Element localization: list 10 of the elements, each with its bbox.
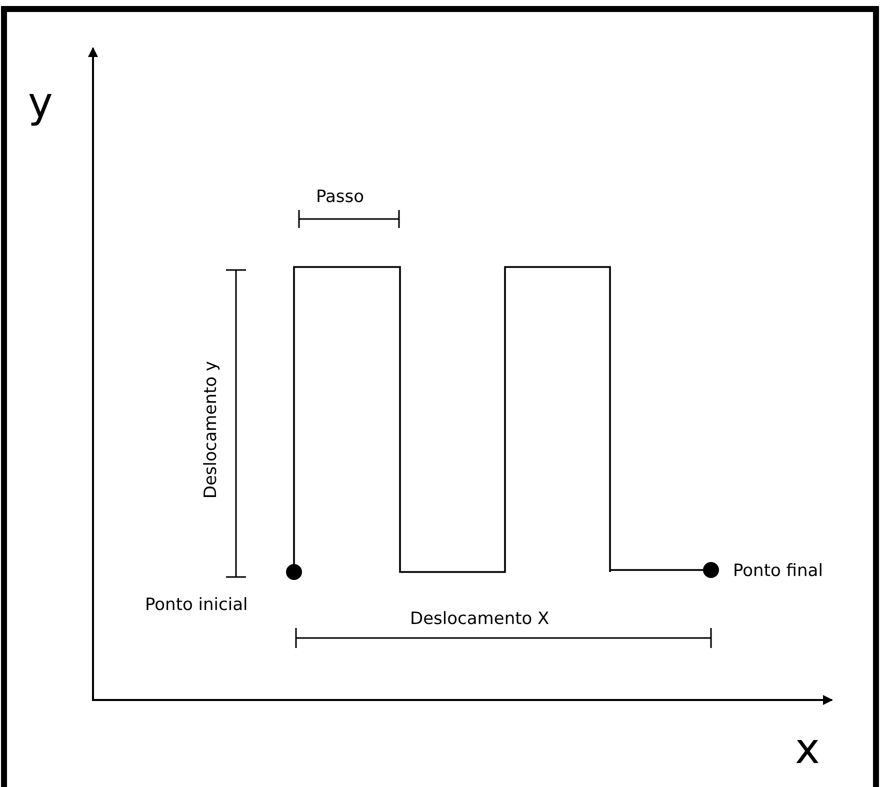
- axis-label: x: [795, 728, 820, 770]
- point-label: Ponto final: [733, 563, 823, 580]
- axis-label: y: [28, 82, 53, 124]
- point-marker: [703, 562, 719, 578]
- point-label: Ponto inicial: [145, 597, 248, 614]
- dimension-label: Passo: [316, 189, 364, 206]
- dimension-label: Deslocamento y: [203, 361, 220, 499]
- zigzag-path: [293, 266, 703, 573]
- point-marker: [286, 564, 302, 580]
- dimension-label: Deslocamento X: [410, 611, 550, 628]
